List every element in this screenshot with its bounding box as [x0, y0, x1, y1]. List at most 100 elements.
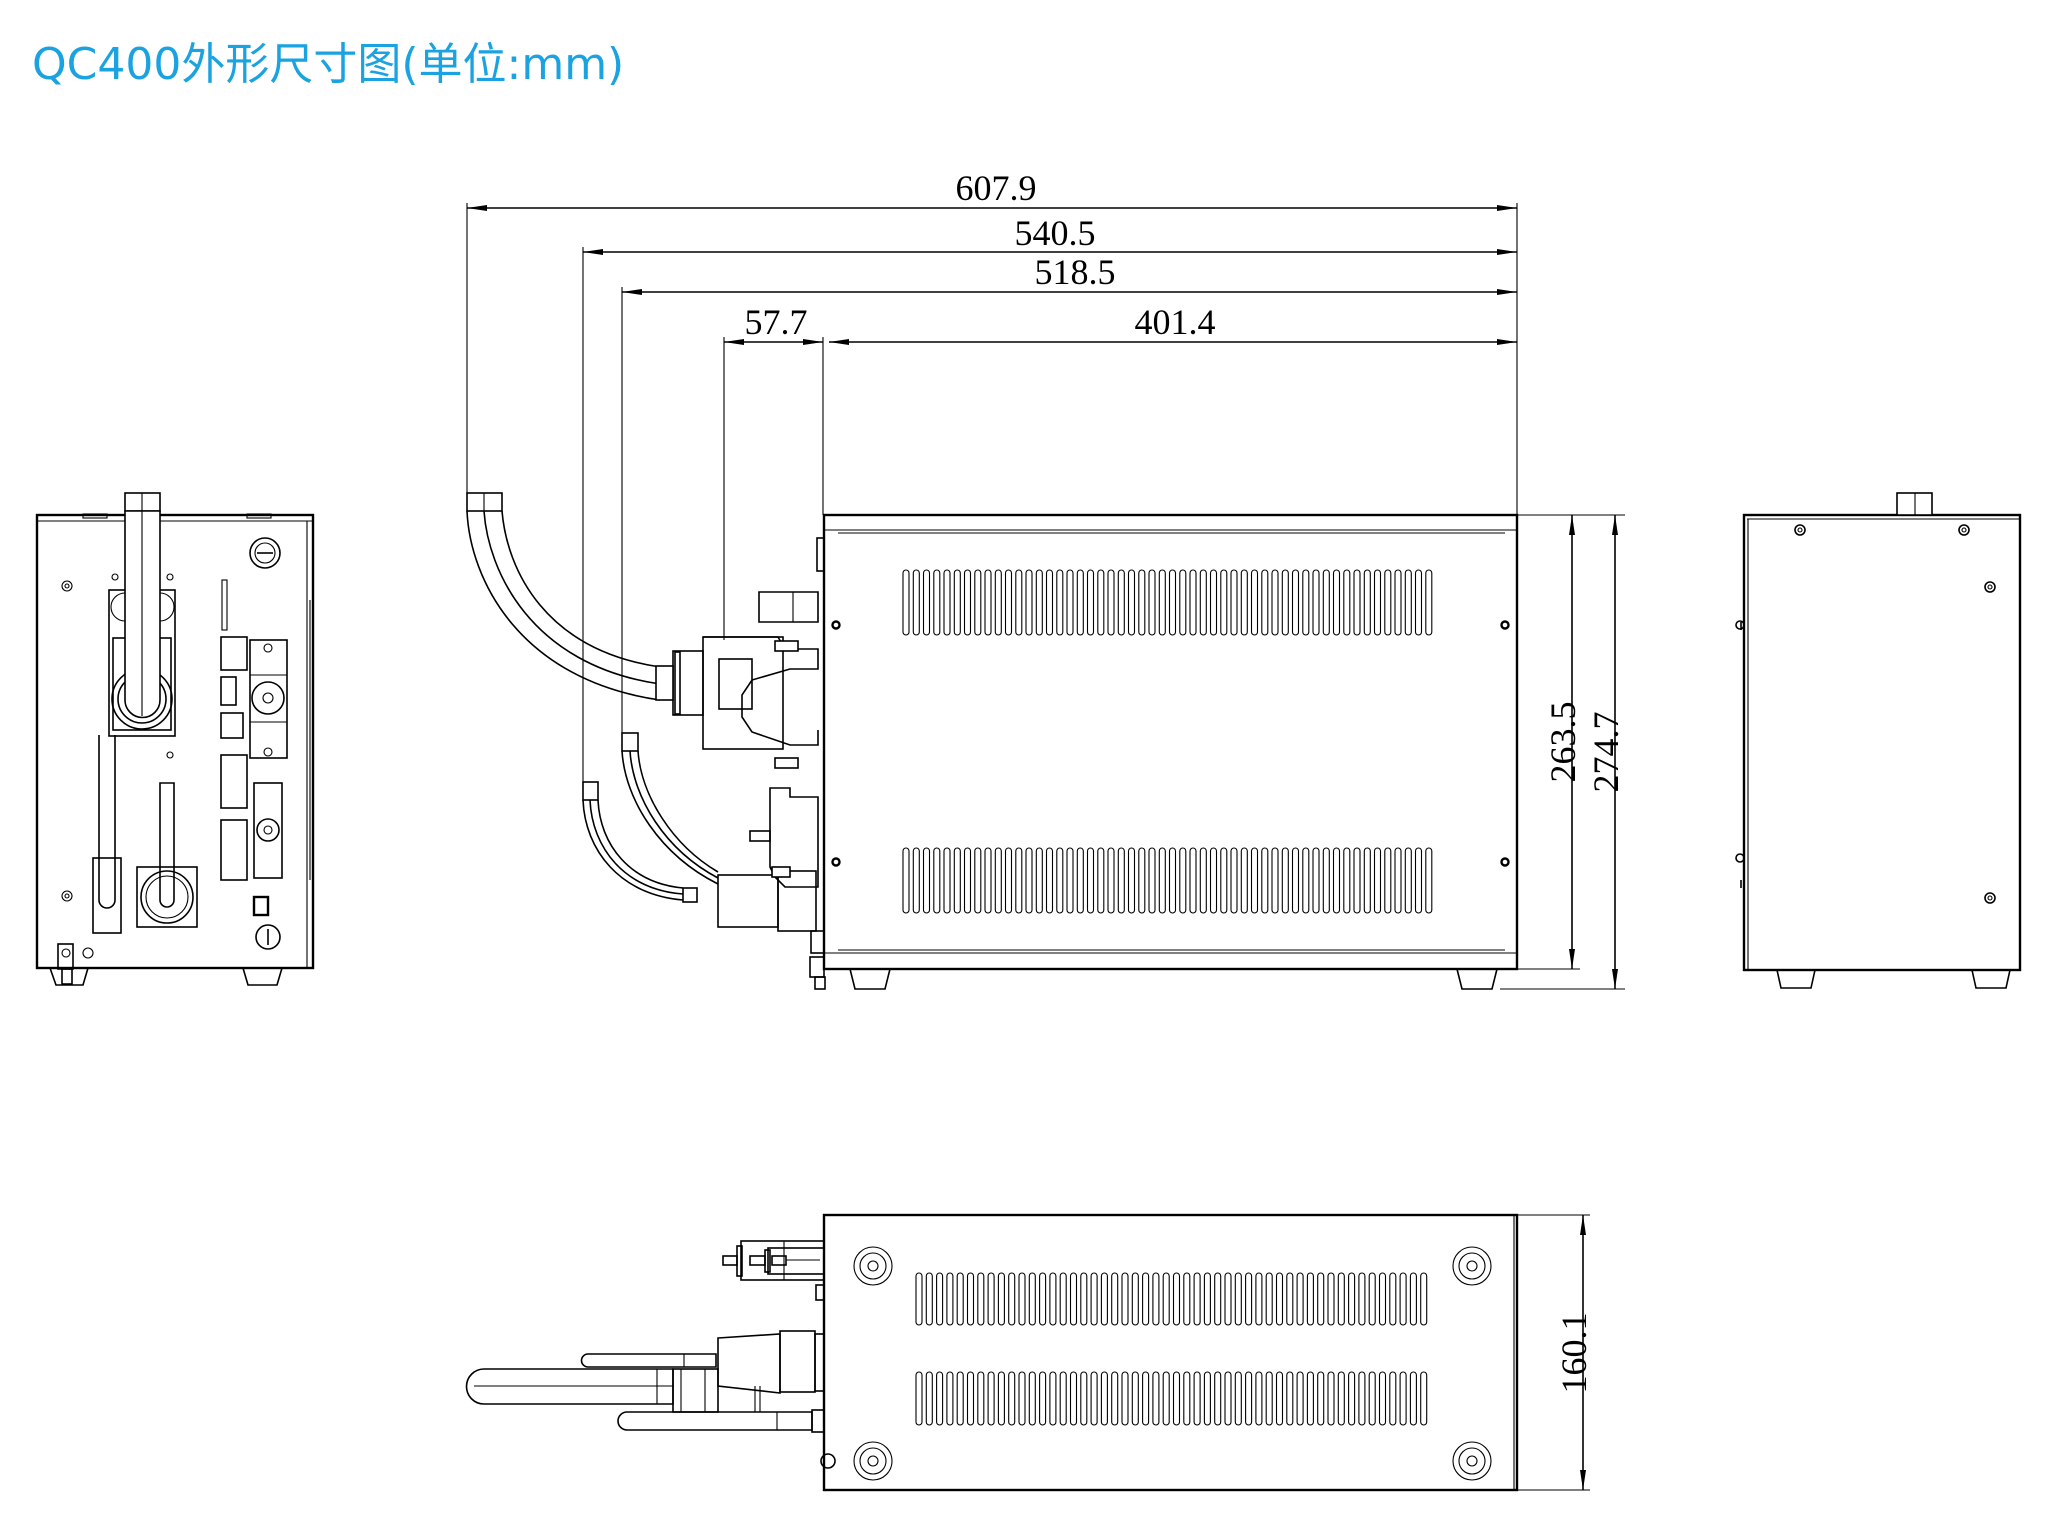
vent-slot [1086, 847, 1095, 914]
vent-slot [1224, 1371, 1232, 1426]
vent-slot [1117, 847, 1125, 914]
vent-slot [1389, 1272, 1397, 1326]
vent-slot [1353, 847, 1361, 914]
vent-slot [1076, 569, 1084, 636]
vent-slot [1028, 1371, 1036, 1426]
vent-slot [1281, 847, 1289, 914]
vent-slot [1131, 1272, 1139, 1326]
vent-slot [1193, 1272, 1201, 1326]
vent-slot [1015, 847, 1023, 914]
vent-slot [1142, 1272, 1150, 1326]
vent-slot [1025, 847, 1033, 914]
mount-circle [1452, 1246, 1492, 1286]
vent-slot [936, 1371, 944, 1426]
vent-slot [1317, 1272, 1325, 1326]
vent-slot [1138, 569, 1146, 636]
dim-label-overall-length: 607.9 [956, 168, 1037, 208]
vent-slot [1234, 1371, 1242, 1426]
vent-slot [1189, 847, 1197, 914]
vent-slot [1203, 1371, 1211, 1426]
vent-slot [1100, 1272, 1108, 1326]
vent-slot [1045, 847, 1054, 914]
vent-slot [1358, 1272, 1366, 1326]
vent-slot [963, 847, 972, 914]
vent-slot [1111, 1371, 1119, 1426]
vent-slot [1265, 1371, 1273, 1426]
vent-slot [1363, 569, 1371, 636]
vent-slot [974, 847, 982, 914]
vent-slot [1332, 569, 1341, 636]
vent-slot [1148, 569, 1156, 636]
vent-slot [1172, 1272, 1181, 1326]
vent-slot [1302, 847, 1310, 914]
vent-slot [1368, 1272, 1376, 1326]
vent-slot [1209, 847, 1218, 914]
vent-slot [1142, 1371, 1150, 1426]
top-vent-row-upper [915, 1272, 1428, 1326]
vent-slot [1199, 847, 1207, 914]
vent-slot [1004, 569, 1013, 636]
vent-slot [977, 1272, 985, 1326]
vent-slot [1420, 1272, 1428, 1326]
vent-slot [1327, 1272, 1335, 1326]
vent-slot [1394, 847, 1402, 914]
vent-slot [1296, 1371, 1304, 1426]
vent-slot [1111, 1272, 1119, 1326]
vent-slot [915, 1272, 923, 1326]
vent-slot [1056, 569, 1064, 636]
vent-slot [1420, 1371, 1428, 1426]
vent-slot [1425, 569, 1433, 636]
top-view: 160.1 [465, 1213, 1594, 1492]
vent-slot [1162, 1371, 1170, 1426]
vent-slot [1240, 569, 1248, 636]
vent-slot [1399, 1272, 1407, 1326]
dim-label-connector-depth: 57.7 [745, 302, 808, 342]
vent-slot [1275, 1371, 1284, 1426]
vent-slot [966, 1371, 975, 1426]
vent-slot [953, 569, 961, 636]
vent-slot [1203, 1272, 1211, 1326]
vent-slot [1255, 1371, 1263, 1426]
vent-slot [1008, 1371, 1016, 1426]
vent-slot [1028, 1272, 1036, 1326]
vent-slot [1378, 1272, 1387, 1326]
vent-slot [1271, 569, 1279, 636]
vent-slot [1158, 847, 1166, 914]
vent-slot [994, 847, 1002, 914]
vent-slot [1039, 1272, 1047, 1326]
vent-slot [1312, 847, 1320, 914]
dim-label-front-gooseneck: 518.5 [1035, 252, 1116, 292]
vent-slot [1018, 1371, 1026, 1426]
vent-slot [1049, 1371, 1057, 1426]
vent-slot [1271, 847, 1279, 914]
vent-slot [1158, 569, 1166, 636]
vent-slot [1343, 847, 1351, 914]
side-vent-row-bottom [902, 847, 1433, 914]
mount-circle [1466, 1455, 1478, 1467]
vent-slot [943, 847, 951, 914]
mount-circle [1466, 1260, 1478, 1272]
vent-slot [1193, 1371, 1201, 1426]
vent-slot [1245, 1272, 1253, 1326]
vent-slot [1121, 1371, 1129, 1426]
vent-slot [1066, 847, 1074, 914]
vent-slot [956, 1371, 964, 1426]
vent-slot [1373, 569, 1382, 636]
vent-slot [946, 1371, 954, 1426]
vent-slot [966, 1272, 975, 1326]
vent-slot [933, 569, 941, 636]
vent-slot [1404, 847, 1412, 914]
vent-slot [1209, 569, 1218, 636]
vent-slot [1214, 1371, 1222, 1426]
vent-slot [912, 847, 920, 914]
top-vent-row-lower [915, 1371, 1428, 1426]
vent-slot [902, 847, 910, 914]
vent-slot [1045, 569, 1054, 636]
mount-circle [1458, 1447, 1486, 1475]
vent-slot [943, 569, 951, 636]
vent-slot [1337, 1371, 1345, 1426]
vent-slot [1327, 1371, 1335, 1426]
dim-label-body-length: 401.4 [1135, 302, 1216, 342]
vent-slot [1348, 1272, 1356, 1326]
vent-slot [936, 1272, 944, 1326]
